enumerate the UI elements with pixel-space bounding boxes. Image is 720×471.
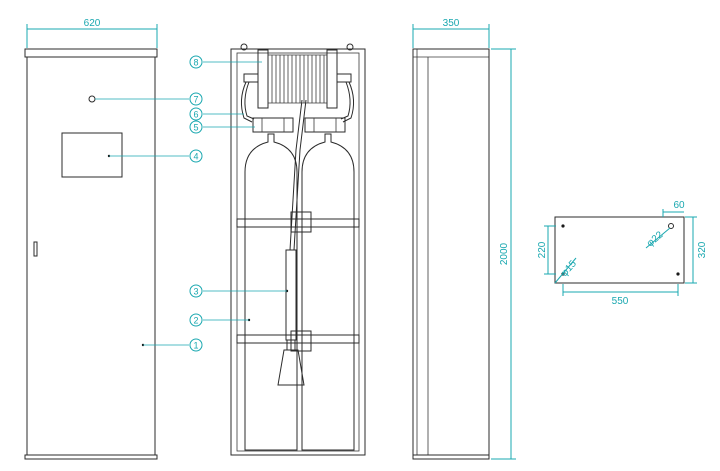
- discharge-tube: [285, 249, 297, 341]
- svg-text:8: 8: [193, 58, 198, 68]
- svg-text:4: 4: [193, 152, 198, 162]
- side-body: [412, 48, 490, 456]
- callout-7: [189, 92, 203, 106]
- base-dimensions: 550 220 320 60 φ15 φ22: [537, 200, 708, 307]
- front-view: [24, 48, 158, 460]
- base-h2-label: 320: [697, 241, 708, 258]
- callout-3: [189, 284, 203, 298]
- callout-1: [189, 338, 203, 352]
- manifold: [240, 73, 355, 133]
- hole-tl: [561, 224, 565, 228]
- callout-8: [189, 55, 203, 69]
- side-plinth: [412, 454, 490, 460]
- base-h1-label: 220: [537, 241, 548, 258]
- indicator-lamp: [88, 95, 96, 103]
- hole-large: [668, 223, 674, 229]
- svg-text:7: 7: [193, 95, 198, 105]
- cylinder-left: [244, 133, 298, 451]
- hose-reel: [257, 49, 338, 109]
- base-width-label: 550: [612, 296, 629, 307]
- height-label: 2000: [499, 242, 510, 265]
- svg-text:3: 3: [193, 287, 198, 297]
- front-plinth: [24, 454, 158, 460]
- callout-6: [189, 107, 203, 121]
- door-handle: [33, 241, 38, 257]
- front-top-cap: [24, 48, 158, 58]
- width-label: 620: [84, 18, 101, 29]
- svg-text:6: 6: [193, 110, 198, 120]
- front-door: [26, 56, 156, 456]
- side-view: [412, 48, 490, 460]
- depth-dimension: 350: [412, 18, 490, 48]
- cylinder-right: [301, 133, 355, 451]
- bracket-lower: [236, 334, 360, 344]
- depth-label: 350: [443, 18, 460, 29]
- svg-text:1: 1: [193, 341, 198, 351]
- base-outline: [554, 216, 685, 284]
- callout-5: [189, 120, 203, 134]
- front-window: [61, 132, 123, 178]
- callout-4: [189, 149, 203, 163]
- nozzle-horn: [277, 349, 305, 386]
- open-view: [230, 43, 366, 456]
- height-dimension: 2000: [491, 48, 516, 460]
- bracket-upper: [236, 218, 360, 228]
- svg-text:2: 2: [193, 316, 198, 326]
- mount-right: [346, 43, 354, 51]
- hole-small-label: φ15: [559, 258, 579, 279]
- width-dimension: 620: [26, 18, 158, 48]
- callout-2: [189, 313, 203, 327]
- base-offset-label: 60: [673, 200, 685, 211]
- base-plan: [554, 216, 685, 284]
- hole-br: [676, 272, 680, 276]
- bracket-upper-clamp: [290, 211, 312, 233]
- open-cabinet-inner: [236, 52, 360, 452]
- callouts: 8 7 6 5 4 3 2 1: [95, 55, 287, 352]
- mount-left: [240, 43, 248, 51]
- bracket-lower-clamp: [290, 330, 312, 352]
- hose: [289, 99, 303, 251]
- open-cabinet-frame: [230, 48, 366, 456]
- svg-text:5: 5: [193, 123, 198, 133]
